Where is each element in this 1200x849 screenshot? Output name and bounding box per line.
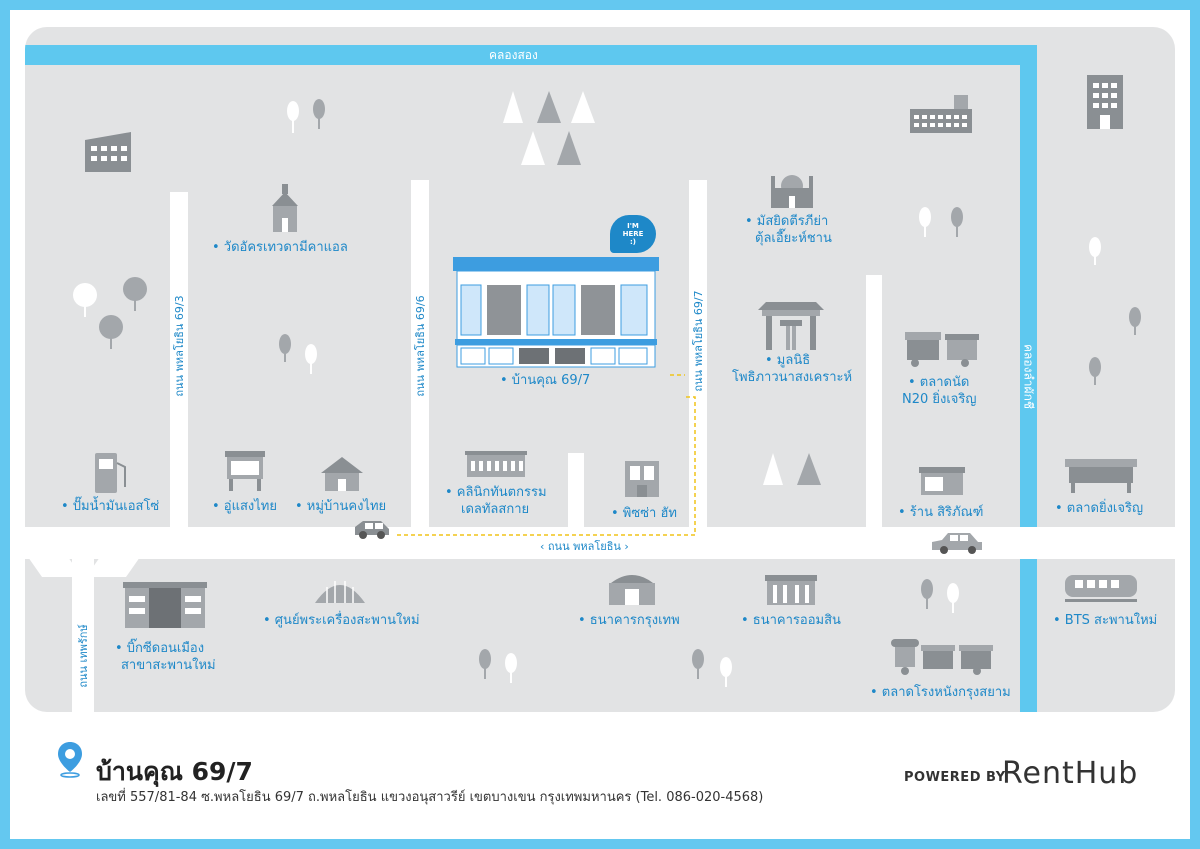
clinic-icon xyxy=(465,451,527,477)
powered-by-label: POWERED BY xyxy=(904,770,1006,785)
round-trees-icon xyxy=(73,277,147,349)
map-area: คลองสอง คลองลำผักชี ถนน พหลโยธิน 69/3 ถน… xyxy=(25,27,1175,712)
bigc-label-2: สาขาสะพานใหม่ xyxy=(121,658,216,673)
village-label: • หมู่บ้านคงไทย xyxy=(295,499,387,514)
pizza-hut-label: • พิซซ่า ฮัท xyxy=(611,506,677,521)
location-pin-icon xyxy=(58,742,82,778)
house-icon xyxy=(321,457,363,491)
mosque-label-2: ตุ้ลเอี๊ยะห์ชาน xyxy=(755,231,832,246)
amulet-center-label: • ศูนย์พระเครื่องสะพานใหม่ xyxy=(263,613,420,628)
home-building-icon xyxy=(453,257,659,368)
car-icon-left xyxy=(355,521,389,539)
foundation-label-2: โพธิภาวนาสงเคราะห์ xyxy=(732,370,853,385)
road-thepharak-label: ถนน เทพรักษ์ xyxy=(77,624,90,688)
road-soi-69-3 xyxy=(170,192,188,532)
factory-icon xyxy=(910,95,972,133)
bubble-line-2: HERE xyxy=(622,230,644,238)
canal-right-label: คลองลำผักชี xyxy=(1021,344,1036,409)
market-stall-icon xyxy=(905,332,979,367)
car-icon-right xyxy=(932,533,982,554)
brand-logo[interactable]: RentHub xyxy=(1002,756,1139,791)
tree-column-icon xyxy=(1089,237,1141,385)
garage-icon xyxy=(225,451,265,491)
route-dashed xyxy=(397,374,696,536)
bangkok-bank-label: • ธนาคารกรุงเทพ xyxy=(578,613,680,628)
bubble-line-3: :) xyxy=(630,238,636,246)
bts-label: • BTS สะพานใหม่ xyxy=(1053,613,1158,628)
bigc-mall-icon xyxy=(123,582,207,628)
road-thepharak-curve-r xyxy=(85,557,141,577)
market-ying-label: • ตลาดยิ่งเจริญ xyxy=(1055,501,1144,516)
clinic-label-1: • คลินิกทันตกรรม xyxy=(445,485,547,500)
road-side-1 xyxy=(568,453,584,533)
road-soi-69-3-label: ถนน พหลโยธิน 69/3 xyxy=(173,295,186,397)
church-label: • วัดอัครเทวดามีคาแอล xyxy=(212,240,348,255)
footer-address: เลขที่ 557/81-84 ซ.พหลโยธิน 69/7 ถ.พหลโย… xyxy=(96,790,764,805)
road-main xyxy=(25,527,1175,559)
bigc-label-1: • บิ๊กซีดอนเมือง xyxy=(115,641,205,656)
office-building-icon xyxy=(85,132,131,172)
bubble-line-1: I'M xyxy=(627,222,639,230)
pine-trees-icon xyxy=(503,91,595,165)
garage-label: • อู่แสงไทย xyxy=(212,499,277,514)
gas-pump-icon xyxy=(95,453,126,493)
tree-pair-icon xyxy=(279,334,317,374)
canal-top-label: คลองสอง xyxy=(489,48,538,62)
siam-market-label: • ตลาดโรงหนังกรุงสยาม xyxy=(870,685,1011,700)
road-soi-69-6 xyxy=(411,180,429,530)
gsb-bank-label: • ธนาคารออมสิน xyxy=(741,613,841,628)
siam-market-icon xyxy=(891,639,993,675)
market-ying-icon xyxy=(1065,459,1137,493)
shop-icon xyxy=(919,467,965,495)
shop-label: • ร้าน สิริภัณฑ์ xyxy=(898,505,984,520)
market-n20-label-2: N20 ยิ่งเจริญ xyxy=(902,392,977,407)
bangkok-bank-icon xyxy=(609,575,655,605)
tree-icon xyxy=(287,99,325,133)
tree-pair-icon xyxy=(692,649,732,687)
road-main-label: ‹ ถนน พหลโยธิน › xyxy=(540,540,629,553)
church-icon xyxy=(272,184,298,232)
road-thepharak xyxy=(72,557,94,712)
chinese-gate-icon xyxy=(758,302,824,350)
mosque-icon xyxy=(771,175,813,208)
market-n20-label-1: • ตลาดนัด xyxy=(908,375,970,390)
canal-top xyxy=(25,45,1037,65)
tree-pair-icon xyxy=(919,207,963,237)
gsb-bank-icon xyxy=(765,575,817,605)
amulet-center-icon xyxy=(315,581,365,603)
pine-pair-icon xyxy=(763,453,821,485)
pizza-hut-icon xyxy=(625,461,659,497)
road-soi-69-7 xyxy=(689,180,707,530)
tower-building-icon xyxy=(1087,75,1123,129)
tree-pair-icon xyxy=(921,579,959,613)
home-label: • บ้านคุณ 69/7 xyxy=(500,373,591,388)
foundation-label-1: • มูลนิธิ xyxy=(765,353,811,368)
tree-pair-icon xyxy=(479,649,517,683)
mosque-label-1: • มัสยิดตีรภีย่า xyxy=(745,214,829,229)
gas-station-label: • ปั๊มน้ำมันเอสโซ่ xyxy=(61,499,160,514)
im-here-bubble: I'M HERE :) xyxy=(610,215,656,253)
bts-train-icon xyxy=(1065,575,1137,602)
road-side-2 xyxy=(866,275,882,531)
footer-title: บ้านคุณ 69/7 xyxy=(96,757,253,786)
clinic-label-2: เดลทัลสกาย xyxy=(461,502,530,517)
